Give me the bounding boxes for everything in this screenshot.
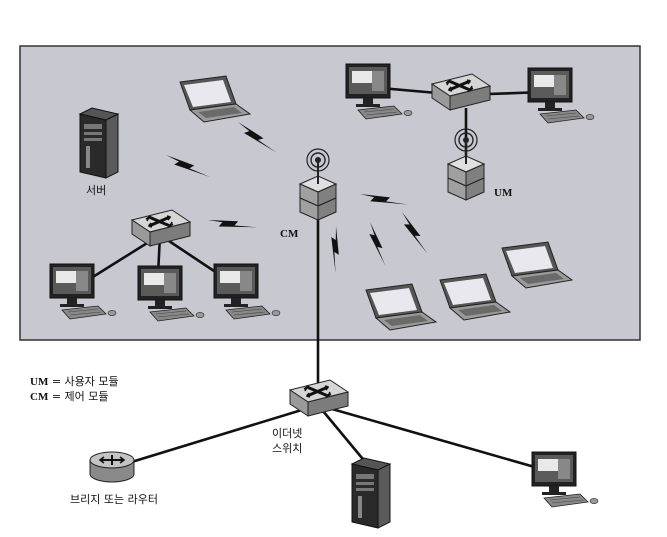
server-label: 서버 [86,184,107,197]
control-module-label: CM [280,228,299,240]
legend-um: UM = 사용자 모듈 [30,375,119,389]
ethernet-switch-label-line1: 이더넷 [272,427,303,440]
legend-cm-key: CM [30,391,49,403]
legend-um-key: UM [30,376,49,388]
router-label: 브리지 또는 라우터 [70,493,158,506]
desktop-computer-icon [531,451,599,508]
tower-server-icon [79,107,119,179]
legend-cm-text: = 제어 모듈 [48,390,109,403]
router-icon [89,451,135,483]
tower-server-icon [351,457,391,529]
legend-um-text: = 사용자 모듈 [48,375,119,388]
user-module-label: UM [494,187,513,199]
ethernet-switch-label-line2: 스위치 [272,442,303,455]
legend-cm: CM = 제어 모듈 [30,390,109,404]
